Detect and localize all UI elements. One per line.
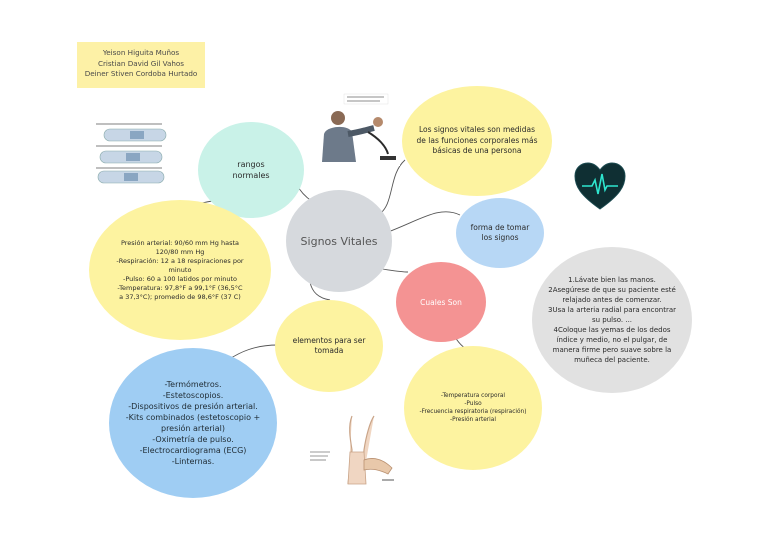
wrist-pulse-image — [308, 412, 400, 486]
node-label: elementos para ser tomada — [292, 335, 366, 356]
node-normal-ranges: rangos normales — [198, 122, 304, 218]
author-name: Cristian David Gil Vahos — [97, 58, 185, 68]
node-elements: elementos para ser tomada — [275, 300, 383, 392]
author-name: Yeison Higuita Muños — [102, 48, 180, 57]
node-label: -Temperatura corporal -Pulso -Frecuencia… — [419, 393, 527, 423]
node-label: Los signos vitales son medidas de las fu… — [416, 125, 538, 156]
node-which-list: -Temperatura corporal -Pulso -Frecuencia… — [404, 346, 542, 470]
thermometer-image — [92, 118, 182, 188]
doctor-bp-image — [308, 92, 400, 166]
node-how-to-steps: 1.Lávate bien las manos. 2Asegúrese de q… — [532, 247, 692, 393]
node-definition: Los signos vitales son medidas de las fu… — [402, 86, 552, 196]
author-name: Deiner Stiven Cordoba Hurtado — [84, 69, 198, 78]
node-elements-list: -Termómetros. -Estetoscopios. -Dispositi… — [109, 348, 277, 498]
node-label: forma de tomar los signos — [470, 223, 530, 242]
node-how-to-take: forma de tomar los signos — [456, 198, 544, 268]
node-label: Cuales Son — [420, 297, 462, 307]
center-title: Signos Vitales — [300, 234, 378, 248]
node-which-are: Cuales Son — [396, 262, 486, 342]
node-label: rangos normales — [232, 160, 270, 180]
authors-box: Yeison Higuita Muños Cristian David Gil … — [77, 42, 205, 88]
link-center-howto — [387, 211, 461, 233]
node-label: 1.Lávate bien las manos. 2Asegúrese de q… — [548, 276, 676, 364]
node-label: -Termómetros. -Estetoscopios. -Dispositi… — [125, 380, 261, 466]
node-ranges-detail: Presión arterial: 90/60 mm Hg hasta 120/… — [89, 200, 271, 340]
link-center-definition — [377, 159, 406, 216]
center-topic: Signos Vitales — [286, 190, 392, 292]
heart-pulse-icon — [574, 162, 626, 210]
node-label: Presión arterial: 90/60 mm Hg hasta 120/… — [116, 238, 244, 301]
